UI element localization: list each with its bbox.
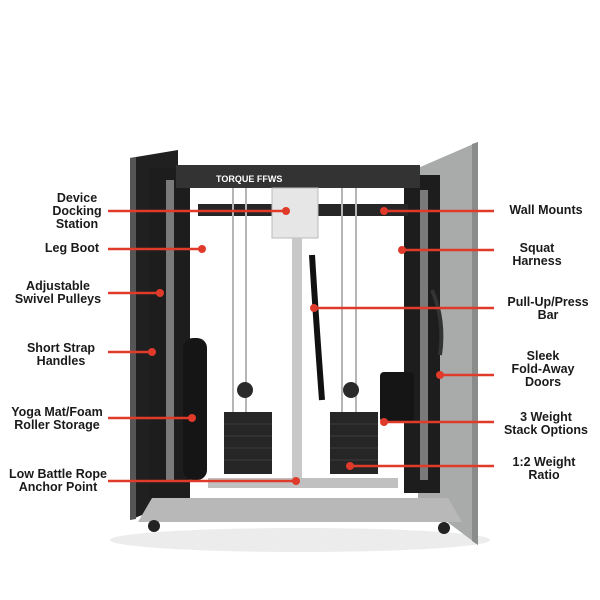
base-crossbar xyxy=(208,478,398,488)
top-crossbar xyxy=(176,165,420,188)
label-wall-mounts: Wall Mounts xyxy=(509,203,583,217)
weight-plates xyxy=(224,423,378,461)
center-column xyxy=(292,238,302,488)
label-sleek-fold-away-doors: Sleek Fold-Away Doors xyxy=(511,349,575,389)
label-leg-boot: Leg Boot xyxy=(44,241,100,255)
label-short-strap-handles: Short Strap Handles xyxy=(26,341,96,368)
callout-dots xyxy=(148,207,444,485)
right-door-edge xyxy=(472,142,478,545)
floor-shadow xyxy=(110,528,490,552)
pull-up-press-bar xyxy=(309,254,325,401)
right-caster xyxy=(438,522,450,534)
right-weight-stack xyxy=(330,412,378,474)
label-device-docking-station: Device Docking Station xyxy=(52,191,102,231)
base-frame xyxy=(138,498,462,522)
left-track xyxy=(166,180,174,480)
yoga-mat xyxy=(380,372,414,422)
brand-logo: TORQUE FFWS xyxy=(216,174,282,184)
device-docking-box xyxy=(271,187,319,239)
left-weight-stack xyxy=(224,412,272,474)
label-yoga-mat-foam-roller-storage: Yoga Mat/Foam Roller Storage xyxy=(11,405,103,432)
squat-harness-strap xyxy=(430,289,444,356)
callout-lines xyxy=(108,209,494,483)
label-pull-up-press-bar: Pull-Up/Press Bar xyxy=(507,295,589,322)
label-1-2-weight-ratio: 1:2 Weight Ratio xyxy=(512,455,576,482)
foam-roller xyxy=(183,338,207,480)
label-adjustable-swivel-pulleys: Adjustable Swivel Pulleys xyxy=(14,279,102,306)
guide-rods xyxy=(232,188,357,420)
left-caster xyxy=(148,520,160,532)
label-low-battle-rope-anchor-point: Low Battle Rope Anchor Point xyxy=(9,467,107,494)
right-stack-pulley xyxy=(343,382,359,398)
label-3-weight-stack-options: 3 Weight Stack Options xyxy=(503,410,589,437)
right-track xyxy=(420,190,428,480)
label-squat-harness: Squat Harness xyxy=(512,241,562,268)
left-stack-pulley xyxy=(237,382,253,398)
